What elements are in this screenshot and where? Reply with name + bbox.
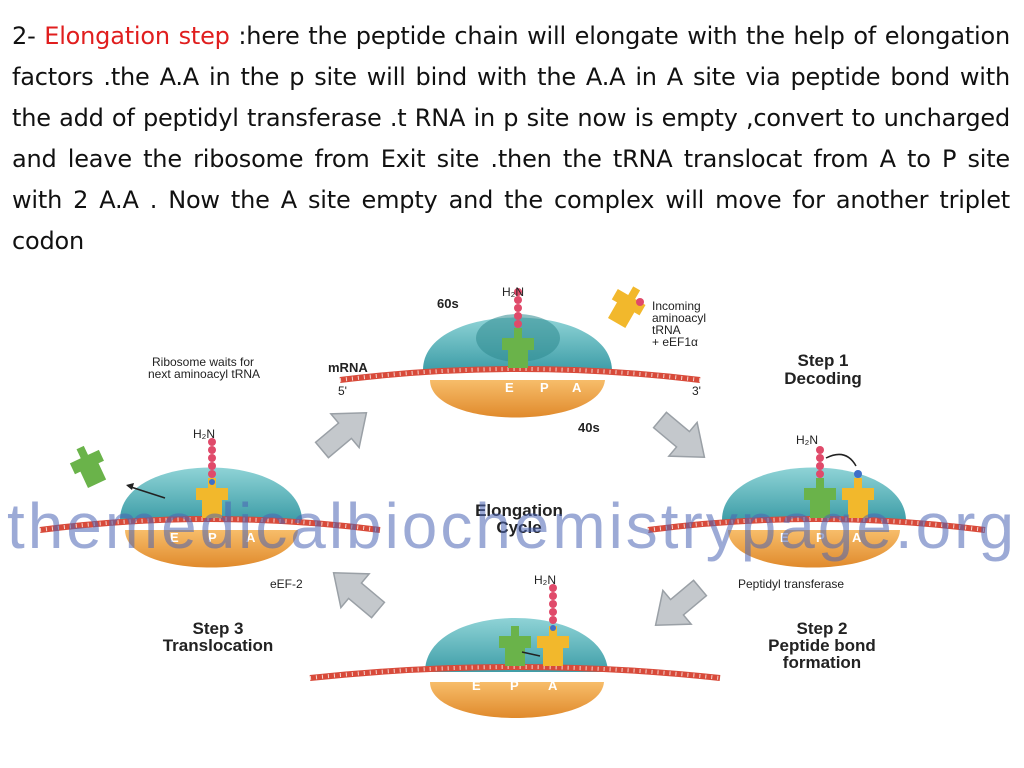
step2-line2: Peptide bond xyxy=(768,636,876,655)
small-subunit xyxy=(430,682,604,718)
small-subunit xyxy=(125,530,298,568)
label-mrna: mRNA xyxy=(328,360,368,375)
label-eef2: eEF-2 xyxy=(270,577,303,591)
cycle-arrows xyxy=(314,411,708,627)
ribosome-right: E P A H₂N Peptidyl transferase xyxy=(647,433,986,591)
step3-title: Step 3 xyxy=(192,619,243,638)
site-p: P xyxy=(540,380,549,395)
label-40s: 40s xyxy=(578,420,600,435)
step2-title: Step 2 xyxy=(796,619,847,638)
waits-line2: next aminoacyl tRNA xyxy=(148,367,260,381)
step1-subtitle: Decoding xyxy=(784,369,861,388)
trna-yellow xyxy=(196,478,228,518)
leaving-trna-icon xyxy=(69,445,107,488)
site-a: A xyxy=(572,380,582,395)
cycle-title-line2: Cycle xyxy=(496,518,541,537)
step2-line3: formation xyxy=(783,653,861,672)
h2n-top: H₂N xyxy=(502,285,524,299)
trna-green xyxy=(499,626,531,666)
trna-yellow xyxy=(537,626,569,666)
elongation-step-highlight: Elongation step xyxy=(44,22,230,50)
site-e: E xyxy=(472,678,481,693)
site-a: A xyxy=(246,530,256,545)
label-60s: 60s xyxy=(437,296,459,311)
mrna-strand xyxy=(309,664,721,681)
label-3prime: 3' xyxy=(692,384,701,398)
trna-yellow xyxy=(842,478,874,518)
incoming-trna-icon xyxy=(608,286,646,328)
explanation-paragraph: 2- Elongation step :here the peptide cha… xyxy=(12,16,1010,262)
paragraph-body: :here the peptide chain will elongate wi… xyxy=(12,22,1011,255)
watermark: themedicalbiochemistrypage.org xyxy=(7,490,1017,562)
waits-line1: Ribosome waits for xyxy=(152,355,254,369)
paragraph-prefix: 2- xyxy=(12,22,45,50)
h2n-bottom: H₂N xyxy=(534,573,556,587)
incoming-line2: aminoacyl xyxy=(652,311,706,325)
trna-green xyxy=(804,478,836,518)
site-e: E xyxy=(780,530,789,545)
h2n-left: H₂N xyxy=(193,427,215,441)
incoming-line3: tRNA xyxy=(652,323,681,337)
site-e: E xyxy=(170,530,179,545)
label-5prime: 5' xyxy=(338,384,347,398)
label-peptidyl-transferase: Peptidyl transferase xyxy=(738,577,844,591)
site-p: P xyxy=(208,530,217,545)
site-a: A xyxy=(852,530,862,545)
site-a: A xyxy=(548,678,558,693)
cycle-title-line1: Elongation xyxy=(475,501,563,520)
site-p: P xyxy=(510,678,519,693)
h2n-right: H₂N xyxy=(796,433,818,447)
arrow-up-left xyxy=(332,571,386,619)
site-p: P xyxy=(816,530,825,545)
small-subunit xyxy=(430,380,605,418)
ribosome-bottom: E P A H₂N xyxy=(309,573,721,718)
incoming-line1: Incoming xyxy=(652,299,701,313)
elongation-cycle-diagram: E P A H₂N 60s 40s mRNA 5' 3' Incoming am… xyxy=(7,285,1017,718)
small-subunit xyxy=(728,530,900,568)
trna-green xyxy=(502,328,534,368)
step3-subtitle: Translocation xyxy=(163,636,274,655)
ribosome-left: E P A H₂N Ribosome waits for next aminoa… xyxy=(39,355,381,591)
arrow-down-left xyxy=(654,579,708,627)
mrna-strand xyxy=(39,516,381,533)
site-e: E xyxy=(505,380,514,395)
arrow-down-right xyxy=(652,411,706,459)
incoming-line4: + eEF1α xyxy=(652,335,698,349)
step1-title: Step 1 xyxy=(797,351,848,370)
arrow-up-right xyxy=(314,411,368,459)
ribosome-top: E P A H₂N 60s 40s mRNA 5' 3' Incoming am… xyxy=(328,285,706,435)
